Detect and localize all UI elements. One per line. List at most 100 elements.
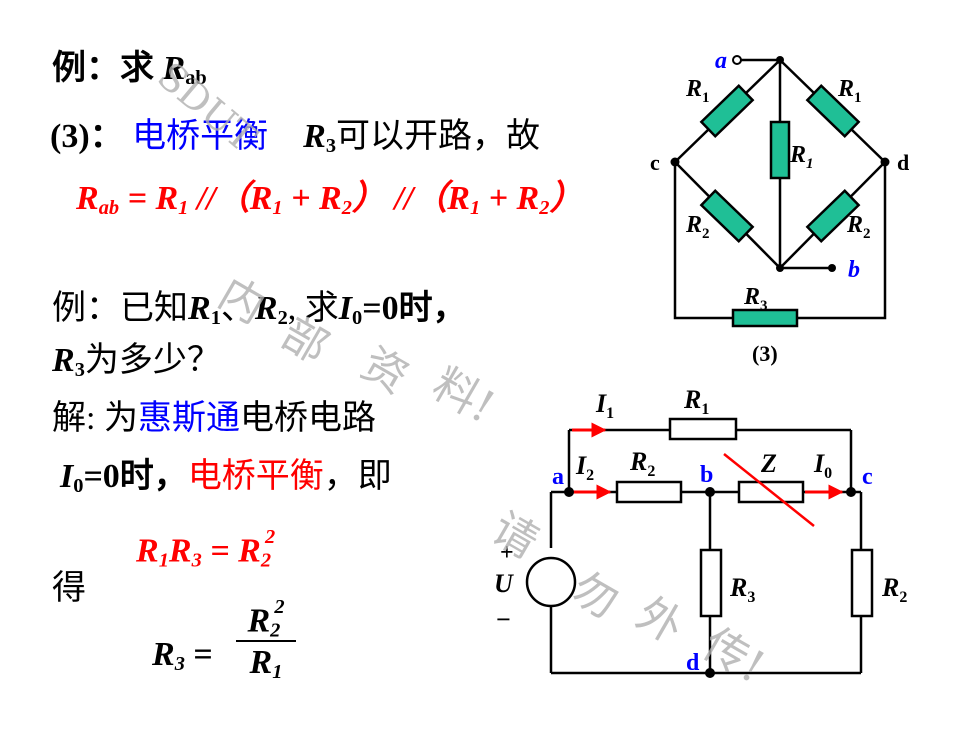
case3-r3: R [303,118,326,155]
f2-r3: R [168,532,192,570]
sol-balance: 电桥平衡 [187,458,324,495]
circuit-label-r1: R1 [683,385,709,418]
case3-line: (3)： 电桥平衡 R3可以开路，故 [50,108,540,158]
example2-line1: 例：已知R1、R2, 求I0=0时， [52,280,467,330]
f1-t4-sub: 2 [539,197,550,220]
circuit-node-b: b [700,462,713,488]
bridge-node-b: b [848,257,860,283]
circuit-node-d: d [686,650,700,676]
ex2-mid: , 求 [287,290,339,327]
circuit-label-z: Z [760,449,777,478]
f3-lhs-sub: 3 [174,653,185,676]
f3-num-sub: 2 [270,619,281,642]
example1-var-sub: ab [185,67,207,90]
ex2-r2-sub: 2 [277,307,288,330]
f1-lhs-sub: ab [98,197,120,220]
f1-plus1: + R [291,180,342,217]
ex2-sep: 、 [220,290,255,327]
circuit-label-i0: I0 [813,449,832,482]
f3-num-sup: 2 [274,596,285,618]
ex2-i0: I [338,290,353,327]
f3-num: R [247,602,271,640]
circuit-r1 [668,417,738,441]
case3-text: 可以开路，故 [336,118,541,155]
sol-i0: I [60,458,74,495]
f3-den-sub: 1 [272,661,283,684]
f2-r3-sub: 3 [191,549,202,572]
de-label: 得 [52,570,86,607]
f1-rhs-a: = R [127,180,179,217]
f3-lhs: R [152,636,175,673]
f1-par1: //（R [196,180,273,217]
bridge-label-r1-middle: R1 [789,142,814,172]
f1-plus2: + R [488,180,540,217]
circuit-node-a: a [552,464,564,490]
ex2-prefix: 例：已知 [52,290,188,327]
circuit-label-r2: R2 [629,447,655,480]
f2-r1-sub: 1 [158,549,169,572]
f2-r1: R [136,532,159,570]
ex2-i0-sub: 0 [352,307,363,330]
bridge-label-r2-left: R2 [685,212,710,242]
circuit-node-c: c [862,464,873,490]
sol-ie: ，即 [323,458,392,495]
case3-label: (3)： [50,118,124,155]
ex2-r1-sub: 1 [210,307,221,330]
sol-cond: =0时， [83,458,188,495]
circuit-r2-right [850,548,874,618]
bridge-r2-left [699,188,755,244]
formula3-numerator: R22 [236,596,296,642]
formula-balance: R1R3 = R22 [136,526,275,572]
f2-eq: = R [210,532,261,570]
formula3-lhs: R3 = [152,636,213,676]
example1-var: R [162,50,186,87]
f1-par2: //（R [394,180,470,217]
bridge-r2-right [805,188,861,244]
ex2-l2-sub: 3 [74,359,85,382]
solution-line2: I0=0时，电桥平衡，即 [60,448,392,498]
example2-line2: R3为多少？ [52,332,221,382]
bridge-label-r1-right: R1 [837,76,862,106]
sol-wheatstone: 惠斯通 [137,400,240,437]
circuit-label-r2-right: R2 [881,573,907,606]
circuit-label-i2: I2 [575,451,594,484]
source-u: U [494,569,514,598]
f3-den: R [249,644,273,681]
solution-line1: 解: 为惠斯通电桥电路 [52,390,376,439]
f1-close2: ） [549,180,584,217]
f1-lhs: R [76,180,99,217]
f1-t2-sub: 2 [341,197,352,220]
bridge-r1-right [805,83,861,139]
bridge-label-r2-right: R2 [846,212,871,242]
bridge-node-d: d [897,150,909,175]
f1-t1-sub: 1 [272,197,283,220]
sol-prefix: 解: 为 [52,400,138,437]
bridge-node-c: c [650,150,660,175]
f3-eq: = [193,636,213,673]
circuit-label-i1: I1 [595,389,614,422]
z-strike [723,453,815,527]
source-minus: − [496,605,511,634]
f1-close1: ） [351,180,386,217]
sol-i0-sub: 0 [73,475,84,498]
formula3-denominator: R1 [236,644,296,684]
circuit-r3 [699,548,723,618]
ex2-l2-text: 为多少？ [84,342,221,379]
f1-rhs-a-sub: 1 [178,197,189,220]
bridge-label-r1-left: R1 [685,76,710,106]
f1-t3-sub: 1 [469,197,481,220]
ex2-l2-r: R [52,342,75,379]
circuit-label-r3: R3 [729,573,755,606]
ex2-end: =0时， [362,290,467,327]
bridge-r1-left [699,83,755,139]
f2-r2-sub: 2 [260,549,272,572]
fraction-bar [236,640,296,642]
bridge-node-a: a [715,48,727,74]
source-plus: + [500,540,514,566]
ex2-r2: R [254,290,278,327]
example1-line: 例：求 Rab [52,40,207,90]
bridge-label-r3: R3 [743,284,768,314]
f2-r2-sup: 2 [265,526,276,548]
case3-r3-sub: 3 [325,135,337,158]
example1-prefix: 例：求 [52,50,154,87]
